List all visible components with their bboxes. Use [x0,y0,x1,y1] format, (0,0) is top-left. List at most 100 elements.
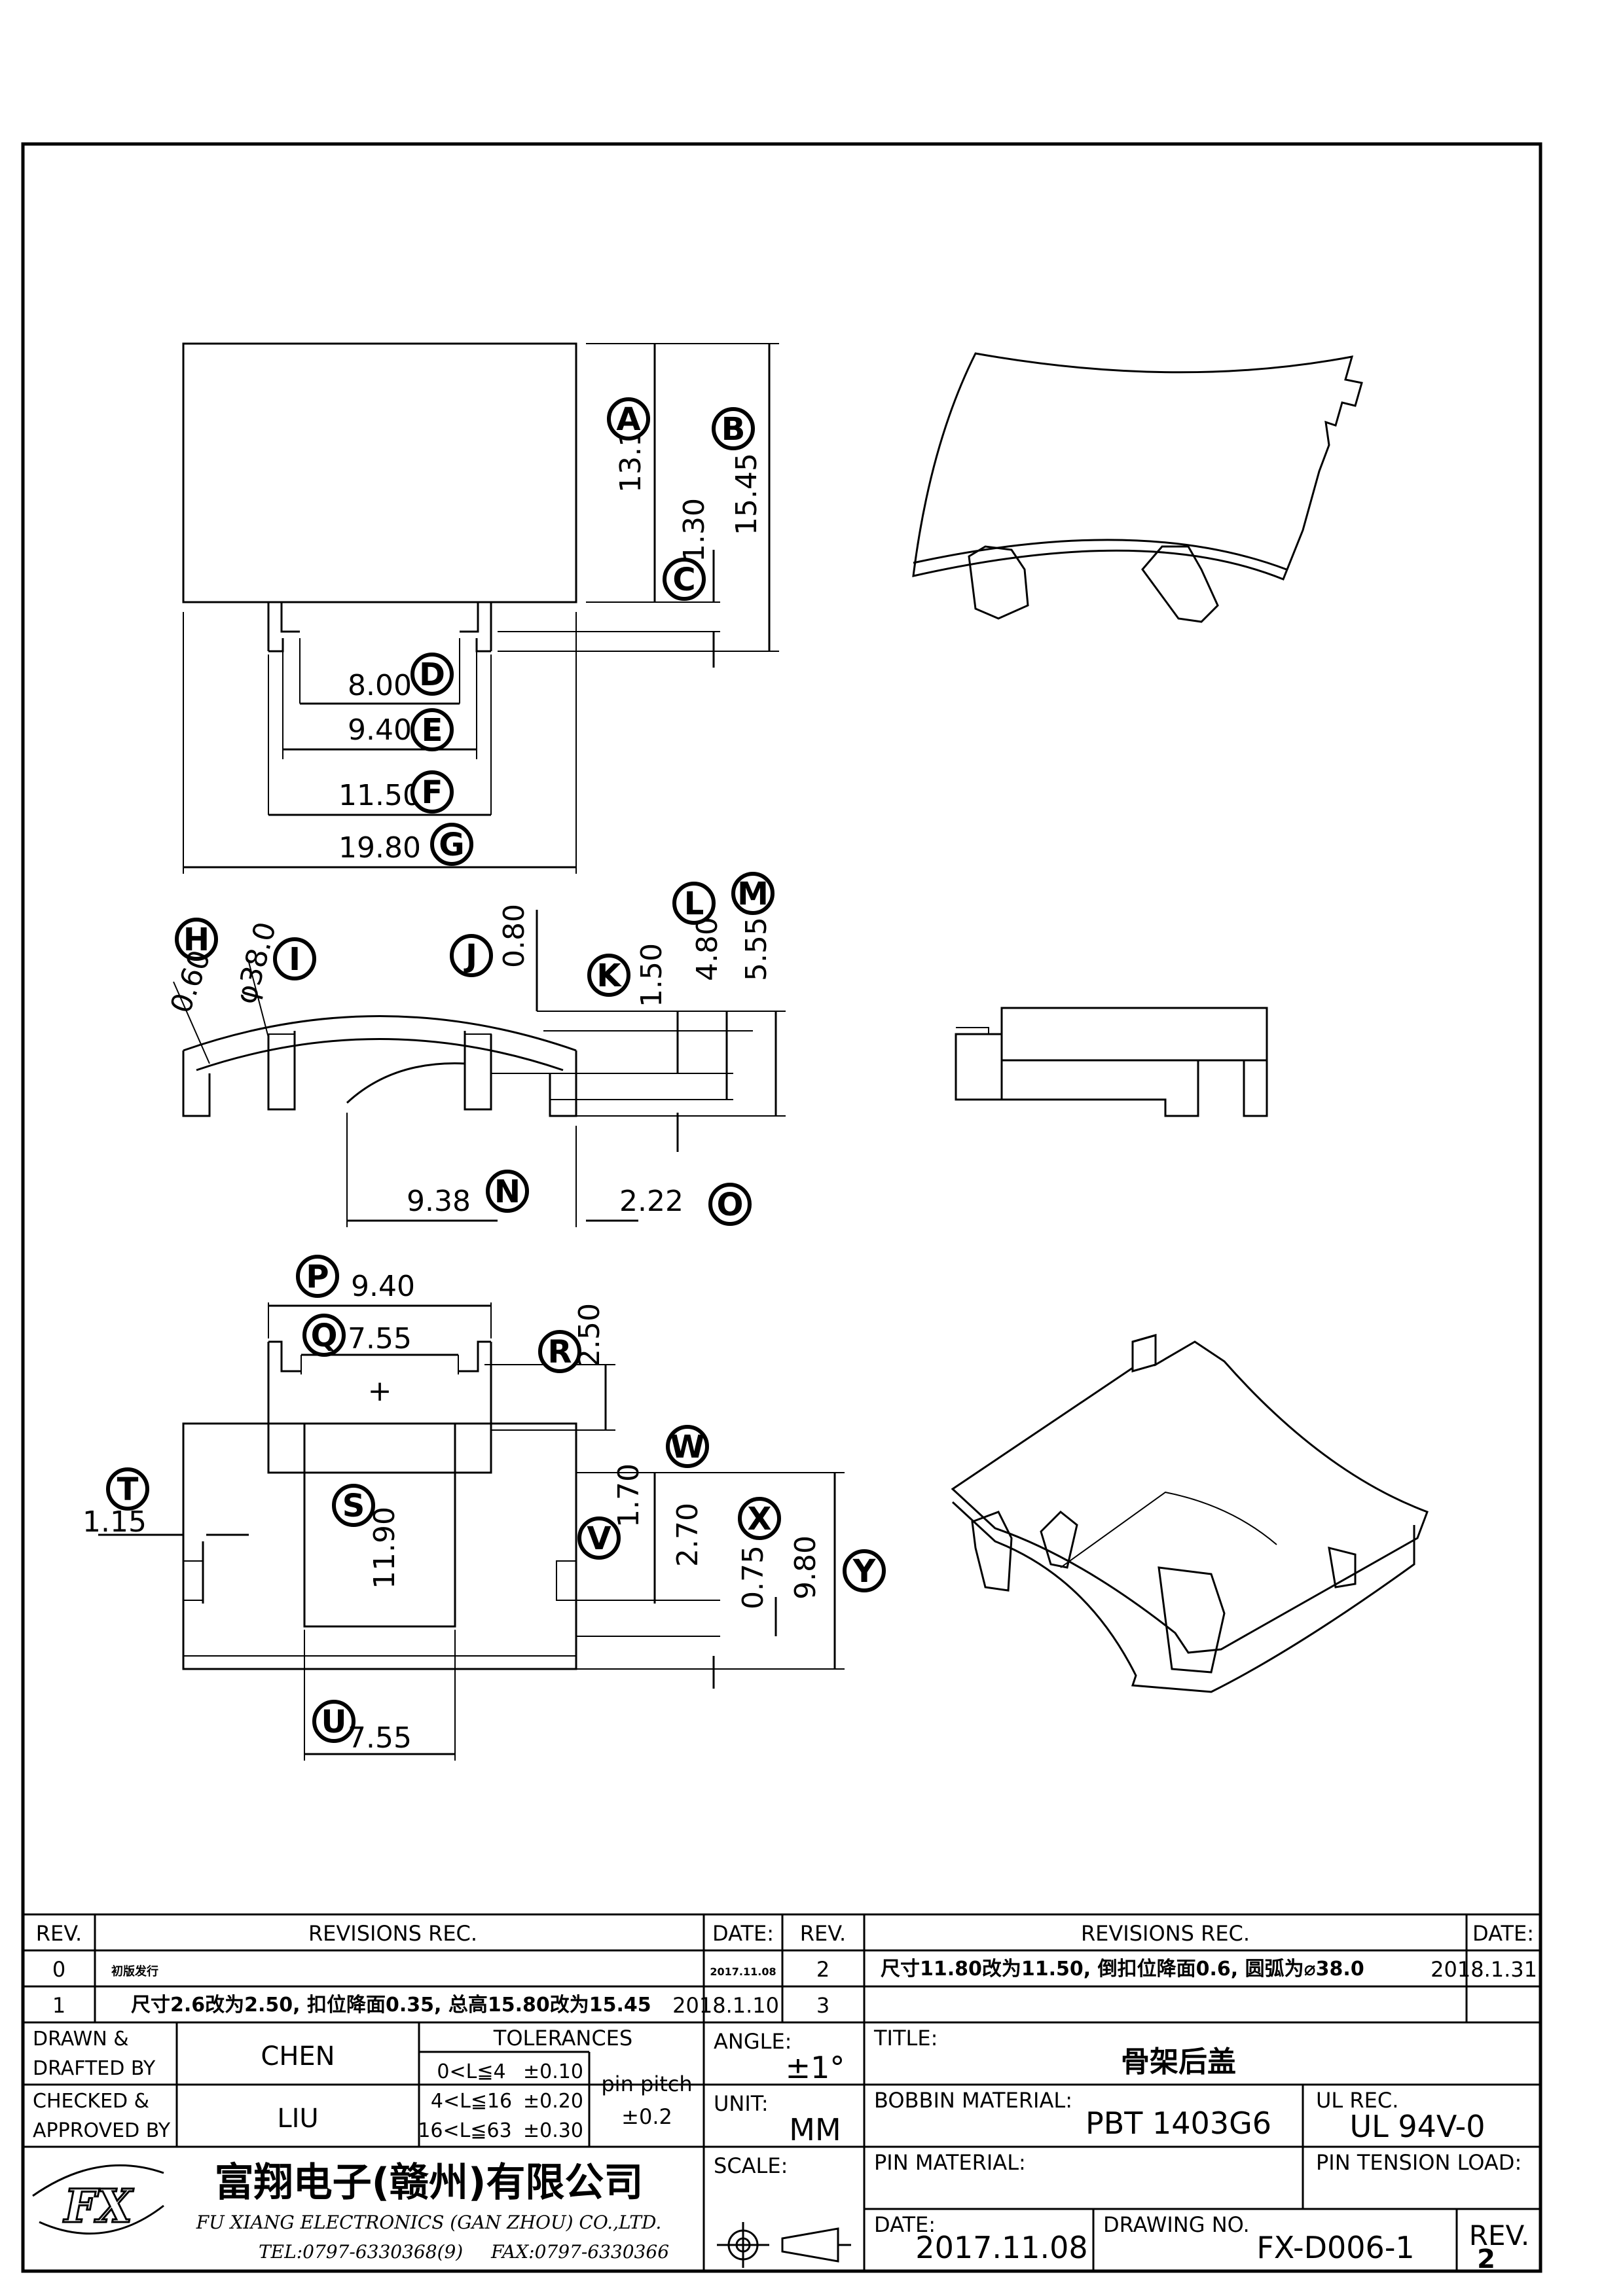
dim-value-W: 2.70 [671,1503,704,1567]
unit-value: MM [789,2112,841,2147]
pin-tension-label: PIN TENSION LOAD: [1316,2150,1522,2175]
title-label: TITLE: [873,2026,938,2051]
dim-value-U: 7.55 [348,1721,412,1755]
tol-value-2: ±0.30 [523,2119,583,2142]
iso-view-top [912,352,1363,623]
dim-value-S: 11.90 [368,1507,401,1589]
dim-bubble-P: P [306,1259,329,1295]
top-view [182,342,779,874]
logo-text: FX [63,2179,134,2233]
company-fax: FAX:0797-6330366 [490,2241,669,2263]
dim-value-O: 2.22 [619,1185,684,1218]
dim-bubble-D: D [419,656,445,693]
dim-value-B: 15.45 [730,453,763,535]
rev-row-1-desc: 尺寸2.6改为2.50, 扣位降面0.35, 总高15.80改为15.45 [131,1994,651,2017]
rec-header-right: REVISIONS REC. [1081,1921,1250,1946]
front-view [173,910,786,1227]
date-value: 2017.11.08 [915,2230,1087,2265]
dim-value-C: 1.30 [678,498,711,562]
rev-header-left: REV. [36,1921,82,1946]
tol-range-1: 4<L≦16 [431,2090,512,2113]
dim-bubble-N: N [494,1174,520,1210]
dim-bubble-V: V [587,1520,611,1557]
dim-bubble-L: L [684,886,704,922]
tol-range-2: 16<L≦63 [418,2119,511,2142]
dim-value-D: 8.00 [348,669,412,702]
dim-value-H: 0.60 [164,946,217,1018]
dim-value-Q: 7.55 [348,1322,412,1355]
dim-bubble-G: G [439,827,464,863]
dim-value-L: 4.80 [691,917,724,981]
dim-bubble-T: T [117,1471,139,1508]
pin-pitch-value: ±0.2 [621,2104,672,2129]
unit-label: UNIT: [714,2091,769,2116]
dim-bubble-H: H [183,922,210,958]
bottom-view [98,1302,845,1761]
dim-bubble-B: B [721,411,746,448]
drawn-value: CHEN [261,2041,335,2072]
drawn-label-2: DRAFTED BY [33,2057,156,2080]
checked-label-1: CHECKED & [33,2090,149,2113]
title-block: DRAWN & DRAFTED BY CHEN CHECKED & APPROV… [23,2022,1541,2274]
rev-row-3-rev: 3 [816,1993,830,2018]
dim-bubble-U: U [321,1704,347,1740]
bobbin-value: PBT 1403G6 [1085,2106,1271,2141]
drawn-label-1: DRAWN & [33,2028,129,2051]
rev-label: REV. [1469,2219,1529,2251]
dim-value-E: 9.40 [348,713,412,747]
rev-row-0-rev: 0 [52,1957,65,1982]
dim-value-R: 2.50 [573,1303,606,1367]
dim-bubble-I: I [289,941,301,978]
dim-bubble-F: F [422,774,443,811]
tol-value-0: ±0.10 [523,2060,583,2083]
ul-label: UL REC. [1316,2088,1398,2113]
drawing-border [21,142,1542,2273]
scale-label: SCALE: [714,2153,788,2178]
dimension-labels: 13.10 A 15.45 B 1.30 C 8.00 D 9.40 E 11.… [82,397,886,1755]
dim-bubble-Y: Y [852,1553,877,1590]
ul-value: UL 94V-0 [1349,2109,1485,2144]
dim-value-T: 1.15 [82,1505,147,1539]
dim-bubble-W: W [670,1429,705,1465]
company-logo-icon: FX [32,2164,164,2235]
dim-bubble-O: O [717,1187,744,1223]
tol-value-1: ±0.20 [523,2090,583,2113]
tol-range-0: 0<L≦4 [437,2060,505,2083]
dim-value-M: 5.55 [740,917,773,981]
rev-value: 2 [1477,2244,1495,2274]
rev-row-2-rev: 2 [816,1957,830,1982]
dim-bubble-M: M [737,876,769,912]
angle-value: ±1° [786,2050,845,2085]
company-name-en: FU XIANG ELECTRONICS (GAN ZHOU) CO.,LTD. [196,2212,662,2233]
date-header-right: DATE: [1472,1921,1534,1946]
pin-material-label: PIN MATERIAL: [874,2150,1026,2175]
bobbin-label: BOBBIN MATERIAL: [874,2088,1072,2113]
rev-header-right: REV. [800,1921,846,1946]
dim-value-G: 19.80 [338,831,421,865]
dim-value-J: 0.80 [498,904,531,968]
dim-bubble-R: R [548,1334,572,1371]
angle-label: ANGLE: [714,2029,792,2054]
dim-value-F: 11.50 [338,779,421,812]
dim-value-K: 1.50 [635,943,668,1007]
drawing-no-label: DRAWING NO. [1103,2212,1250,2237]
rev-row-1-date: 2018.1.10 [672,1993,779,2018]
checked-label-2: APPROVED BY [33,2119,171,2142]
dim-bubble-X: X [747,1501,771,1537]
dim-bubble-C: C [672,562,695,598]
date-label: DATE: [874,2212,936,2237]
tolerances-label: TOLERANCES [493,2026,632,2051]
rec-header-left: REVISIONS REC. [308,1921,477,1946]
rev-row-2-date: 2018.1.31 [1431,1957,1537,1982]
center-mark: + [368,1374,392,1408]
pin-pitch-label: pin pitch [601,2072,692,2096]
company-tel: TEL:0797-6330368(9) [259,2241,463,2263]
iso-view-bottom [951,1334,1429,1693]
dim-bubble-E: E [422,712,443,749]
rev-row-0-desc: 初版发行 [111,1964,158,1979]
dim-bubble-A: A [616,401,640,438]
dim-value-P: 9.40 [351,1270,415,1303]
dim-value-X: 0.75 [737,1545,770,1609]
rev-row-0-date: 2017.11.08 [710,1965,776,1978]
